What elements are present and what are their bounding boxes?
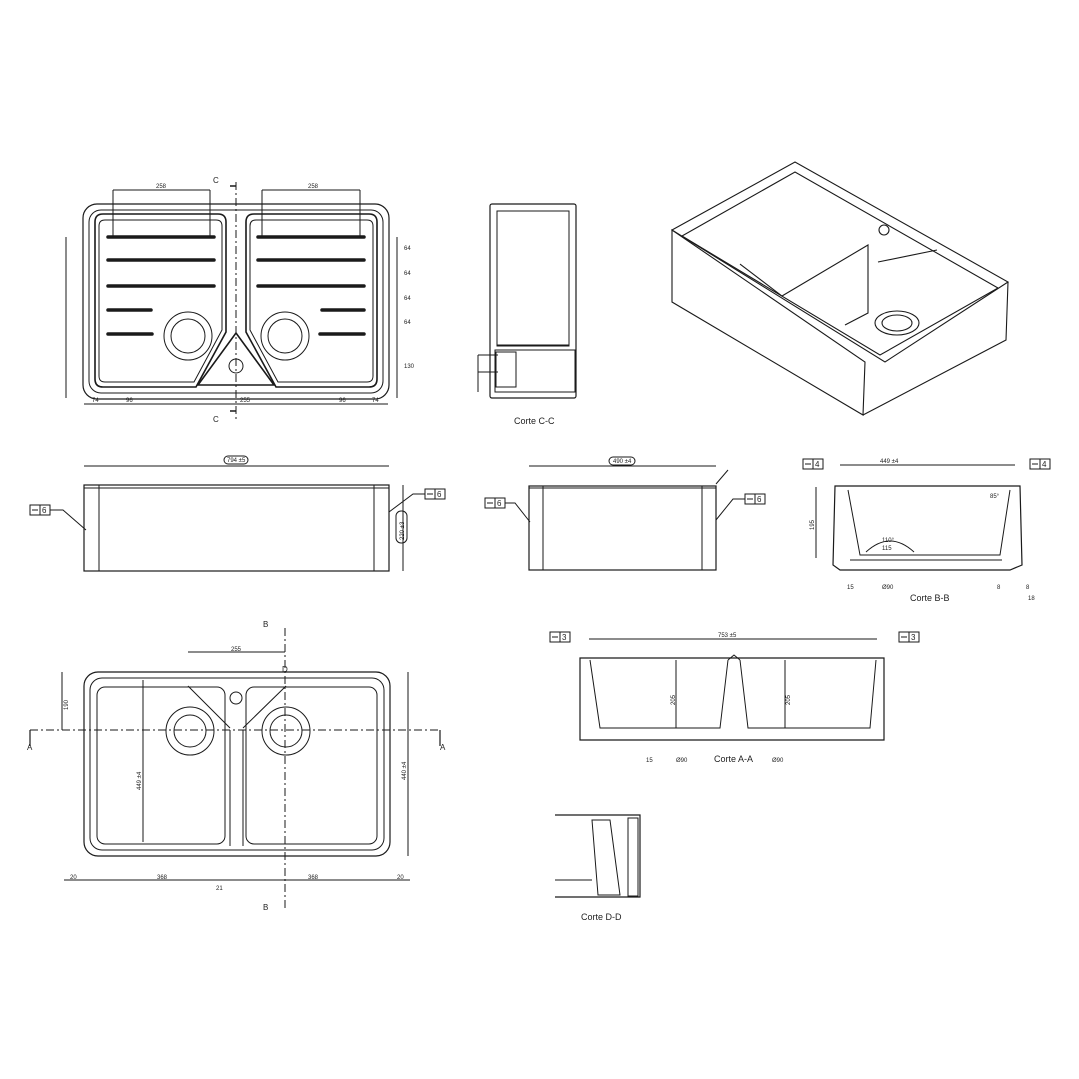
section-cc-label: Corte C-C: [514, 416, 555, 426]
side-tolerance-right: 6: [757, 495, 762, 504]
front-tolerance-left: 6: [42, 506, 47, 515]
dim-rail-spacing-2: 64: [404, 271, 411, 277]
dim-right-bowl: 258: [308, 184, 319, 190]
section-aa-left: 15: [646, 758, 653, 764]
section-mark-a-right: A: [440, 743, 446, 752]
plan-between-drains: 255: [231, 647, 242, 653]
section-mark-c-bottom: C: [213, 415, 219, 424]
dim-rail-left: 96: [126, 398, 133, 404]
plan-divider: 21: [216, 886, 223, 892]
plan-inner-height: 449 ±4: [137, 771, 143, 790]
section-bb-label: Corte B-B: [910, 593, 950, 603]
section-bb-depth: 195: [810, 519, 816, 530]
section-aa-depth-right: 205: [786, 694, 792, 705]
section-mark-c-top: C: [213, 176, 219, 185]
plan-top-offset: 190: [64, 699, 70, 710]
section-aa-drain-left: Ø90: [676, 758, 688, 764]
front-height-dim: 220 ±3: [400, 521, 406, 540]
section-bb: 449 ±4 110° 115 Ø90 15 8 8 18 195 85° 4 …: [802, 458, 1051, 603]
section-bb-tolerance-left: 4: [815, 460, 820, 469]
section-bb-b1: 8: [997, 585, 1001, 591]
section-mark-a-left: A: [27, 743, 33, 752]
front-tolerance-right: 6: [437, 490, 442, 499]
section-mark-b-bottom: B: [263, 903, 268, 912]
front-view: 794 ±5 220 ±3 6 6: [29, 455, 446, 572]
plan-left-bowl: 368: [157, 875, 168, 881]
dim-edge-right: 74: [372, 398, 379, 404]
dim-bottom-height: 130: [404, 364, 415, 370]
section-aa-depth-left: 205: [671, 694, 677, 705]
section-bb-b2: 8: [1026, 585, 1030, 591]
section-bb-b3: 18: [1028, 596, 1035, 602]
section-aa-top-dim: 753 ±5: [718, 633, 737, 639]
dim-rail-spacing-4: 64: [404, 320, 411, 326]
plan-right-bowl: 368: [308, 875, 319, 881]
front-width-dim: 794 ±5: [227, 458, 246, 464]
section-bb-angle-top: 85°: [990, 494, 1000, 500]
side-tolerance-left: 6: [497, 499, 502, 508]
section-bb-tolerance-right: 4: [1042, 460, 1047, 469]
plan-left-margin: 20: [70, 875, 77, 881]
plan-view: 255 190 449 ±4 440 ±4 20 368 21 368 20 A…: [27, 620, 446, 912]
section-dd-label: Corte D-D: [581, 912, 622, 922]
dim-rail-spacing-1: 64: [404, 246, 411, 252]
section-cc: Corte C-C: [477, 203, 577, 426]
section-dd: Corte D-D: [555, 814, 641, 922]
top-view: 258 258 74 96 255 96 74 64 64 64 64 130 …: [65, 176, 415, 424]
section-bb-drain-width: 115: [882, 546, 892, 552]
side-view: 490 ±4 6 6: [484, 456, 766, 571]
section-aa-drain-right: Ø90: [772, 758, 784, 764]
plan-outer-height: 440 ±4: [402, 761, 408, 780]
section-aa: 753 ±5 205 205 15 Ø90 Ø90 Corte A-A 3 3: [549, 631, 920, 764]
plan-right-margin: 20: [397, 875, 404, 881]
section-bb-drain-dia: Ø90: [882, 585, 894, 591]
dim-center-drain: 255: [240, 398, 251, 404]
dim-rail-right: 96: [339, 398, 346, 404]
section-mark-b-top: B: [263, 620, 268, 629]
section-bb-top-dim: 449 ±4: [880, 459, 899, 465]
side-width-dim: 490 ±4: [613, 459, 632, 465]
section-aa-tolerance-left: 3: [562, 633, 567, 642]
section-aa-label: Corte A-A: [714, 754, 753, 764]
section-aa-tolerance-right: 3: [911, 633, 916, 642]
dim-rail-spacing-3: 64: [404, 296, 411, 302]
isometric-view: [670, 161, 1010, 416]
dim-left-bowl: 258: [156, 184, 167, 190]
section-bb-angle-drain: 110°: [882, 538, 895, 544]
dim-edge-left: 74: [92, 398, 99, 404]
section-mark-d: D: [282, 665, 288, 674]
section-bb-left: 15: [847, 585, 854, 591]
